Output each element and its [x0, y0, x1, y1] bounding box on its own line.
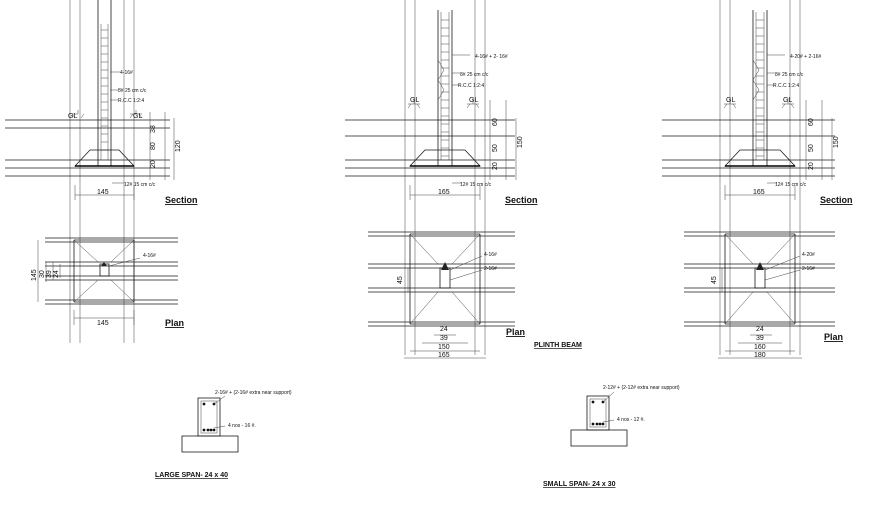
right-dim-150: 150 — [833, 136, 840, 148]
right-section-label: Section — [820, 195, 853, 205]
middle-ties-label: 8# 25 cm c/c — [460, 72, 489, 78]
right-dim-60: 60 — [808, 118, 815, 126]
footing-left-section — [5, 0, 175, 343]
left-plan-dim-145: 145 — [31, 269, 38, 281]
left-ties-label: 8# 25 cm c/c — [118, 88, 147, 94]
footing-left-section-labels: 4-16# 8# 25 cm c/c R.C.C 1:2:4 GL GL 38 … — [68, 70, 198, 205]
beam-small-span — [570, 391, 628, 447]
small-bottom-bars-label: 4 nos - 12 #. — [617, 417, 645, 423]
middle-gl-left-label: GL — [410, 97, 419, 104]
left-plan-bars-label: 4-16# — [143, 253, 156, 259]
footing-right-plan — [684, 231, 835, 359]
plinth-beam-label: PLINTH BEAM — [534, 342, 582, 349]
right-plan-dim-160: 160 — [754, 344, 766, 351]
footing-right-plan-labels: 4-20# 2-16# 45 24 39 160 180 Plan — [711, 252, 843, 359]
right-plan-dim-39: 39 — [756, 335, 764, 342]
right-rcc-label: R.C.C 1:2:4 — [773, 83, 799, 89]
left-plan-label: Plan — [165, 318, 184, 328]
middle-plan-dim-150: 150 — [438, 344, 450, 351]
left-plan-dim-24: 24 — [53, 270, 60, 278]
large-bottom-bars-label: 4 nos - 16 #. — [228, 423, 256, 429]
middle-plan-dim-45: 45 — [397, 276, 404, 284]
right-bar-top-label: 4-20# + 2-16# — [790, 54, 821, 60]
right-plan-bars2-label: 2-16# — [802, 266, 815, 272]
middle-plan-dim-39: 39 — [440, 335, 448, 342]
footing-middle-section — [345, 0, 517, 355]
left-gl-left-label: GL — [68, 113, 77, 120]
left-gl-right-label: GL — [133, 113, 142, 120]
middle-plan-dim-24: 24 — [440, 326, 448, 333]
middle-base-bars-label: 12# 15 cm c/c — [460, 182, 492, 188]
footing-middle-section-labels: 4-16# + 2- 16# 8# 25 cm c/c R.C.C 1:2:4 … — [410, 54, 538, 205]
left-plan-dim-30: 30 — [39, 270, 46, 278]
left-bar-top-label: 4-16# — [120, 70, 133, 76]
right-plan-dim-180: 180 — [754, 352, 766, 359]
left-base-bars-label: 12# 15 cm c/c — [124, 182, 156, 188]
footing-right-section — [662, 0, 835, 355]
middle-section-label: Section — [505, 195, 538, 205]
footing-middle-plan — [368, 231, 515, 359]
middle-plan-dim-165: 165 — [438, 352, 450, 359]
footing-right-section-labels: 4-20# + 2-16# 8# 25 cm c/c R.C.C 1:2:4 G… — [726, 54, 853, 205]
right-plan-dim-45: 45 — [711, 276, 718, 284]
right-dim-20: 20 — [808, 162, 815, 170]
large-top-bars-label: 2-16# + (2-16# extra near support) — [215, 390, 292, 396]
left-dim-38: 38 — [150, 125, 157, 133]
middle-dim-150: 150 — [517, 136, 524, 148]
large-span-title: LARGE SPAN- 24 x 40 — [155, 472, 228, 479]
footing-left-plan — [37, 237, 178, 325]
small-top-bars-label: 2-12# + (2-12# extra near support) — [603, 385, 680, 391]
right-gl-right-label: GL — [783, 97, 792, 104]
left-section-label: Section — [165, 195, 198, 205]
small-span-title: SMALL SPAN- 24 x 30 — [543, 481, 616, 488]
right-ties-label: 8# 25 cm c/c — [775, 72, 804, 78]
left-width-label: 145 — [97, 189, 109, 196]
middle-dim-20: 20 — [492, 162, 499, 170]
left-dim-120: 120 — [175, 140, 182, 152]
beam-large-span-labels: 2-16# + (2-16# extra near support) 4 nos… — [155, 390, 292, 479]
footing-left-plan-labels: 4-16# 145 30 39 24 145 Plan — [31, 253, 184, 328]
middle-rcc-label: R.C.C 1:2:4 — [458, 83, 484, 89]
right-base-bars-label: 12# 15 cm c/c — [775, 182, 807, 188]
left-dim-80: 80 — [150, 142, 157, 150]
right-plan-bars1-label: 4-20# — [802, 252, 815, 258]
middle-dim-60: 60 — [492, 118, 499, 126]
right-dim-50: 50 — [808, 144, 815, 152]
right-gl-left-label: GL — [726, 97, 735, 104]
middle-bar-top-label: 4-16# + 2- 16# — [475, 54, 508, 60]
middle-plan-bars2-label: 2-16# — [484, 266, 497, 272]
middle-plan-label: Plan — [506, 327, 525, 337]
middle-gl-right-label: GL — [469, 97, 478, 104]
left-plan-width-label: 145 — [97, 320, 109, 327]
middle-width-label: 165 — [438, 189, 450, 196]
middle-dim-50: 50 — [492, 144, 499, 152]
beam-small-span-labels: 2-12# + (2-12# extra near support) 4 nos… — [543, 385, 680, 488]
right-width-label: 165 — [753, 189, 765, 196]
footing-middle-plan-labels: 4-16# 2-16# 45 24 39 150 165 Plan PLINTH… — [397, 252, 582, 359]
left-plan-dim-39: 39 — [46, 270, 53, 278]
left-dim-20: 20 — [150, 160, 157, 168]
right-plan-dim-24: 24 — [756, 326, 764, 333]
right-plan-label: Plan — [824, 332, 843, 342]
middle-plan-bars1-label: 4-16# — [484, 252, 497, 258]
beam-large-span — [181, 395, 239, 453]
left-rcc-label: R.C.C 1:2:4 — [118, 98, 144, 104]
